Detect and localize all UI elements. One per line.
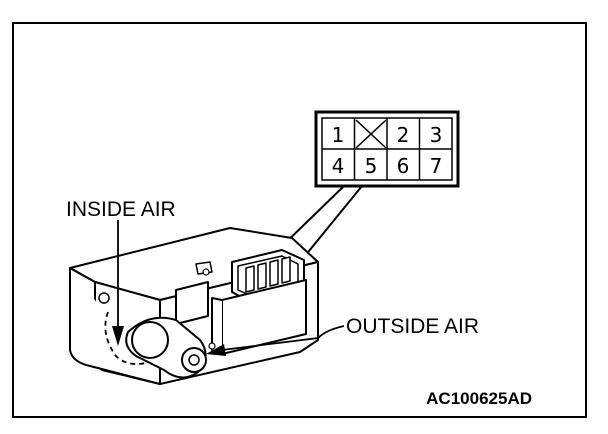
pin-1: 1 <box>332 123 345 147</box>
arrow-head <box>206 344 226 356</box>
pin-2: 2 <box>397 123 410 147</box>
figure-code: AC100625AD <box>426 389 532 408</box>
outside-air-leader <box>206 325 345 356</box>
pin-3: 3 <box>430 123 443 147</box>
pin-7: 7 <box>430 154 443 178</box>
pin-6: 6 <box>397 154 410 178</box>
pin-4: 4 <box>332 154 345 178</box>
arrow-head <box>112 326 124 346</box>
pin-5: 5 <box>365 154 378 178</box>
connector-pinout: 1 2 3 4 5 6 7 <box>314 110 460 188</box>
inside-air-leader <box>112 220 124 346</box>
damper-actuator <box>69 227 319 385</box>
outside-air-label: OUTSIDE AIR <box>346 315 479 338</box>
inside-air-label: INSIDE AIR <box>66 198 176 221</box>
